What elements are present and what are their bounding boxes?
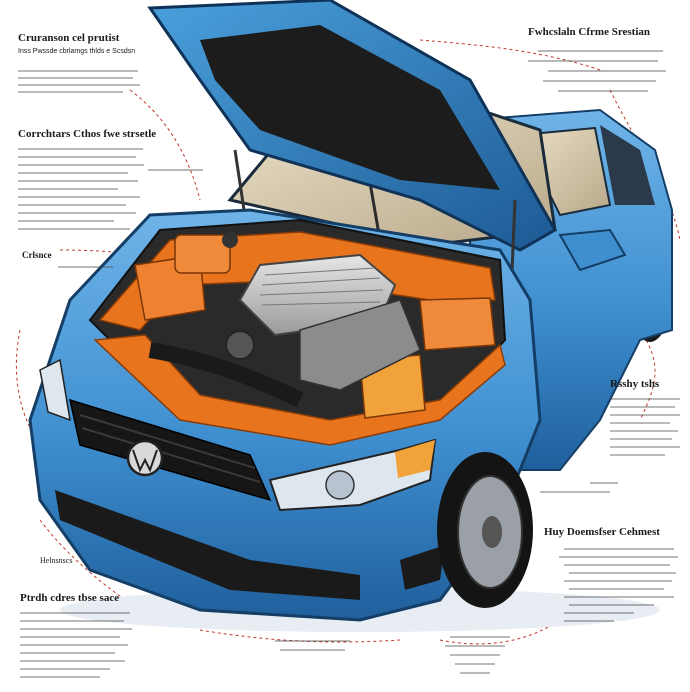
note-top-left-scribble [18, 70, 140, 93]
note-right-mid-scribble [610, 398, 680, 456]
brand-logo-mark [132, 449, 158, 473]
engine-pulley [225, 330, 255, 360]
hood-underside [200, 25, 500, 190]
side-mirror [558, 228, 627, 272]
note-top-left: Cruranson cel prutist Inss Pwssde cbrlam… [18, 32, 158, 104]
note-right-mid: Rsshy tshs [610, 378, 685, 468]
line-label-3 [275, 640, 350, 651]
rear-window [600, 125, 655, 205]
note-left-small-title: Crlsnce [22, 250, 52, 260]
note-top-right: Fwhcslaln Cfrme Srestian [528, 26, 678, 106]
headlight [268, 438, 437, 512]
headlight-amber [395, 440, 435, 478]
lower-intake [55, 490, 360, 600]
intake-hose [148, 342, 304, 408]
grille [68, 398, 272, 502]
battery [419, 297, 496, 351]
headlight-left [39, 358, 71, 422]
brake-fluid-reservoir [174, 234, 231, 274]
note-bottom-right-scribble [559, 548, 678, 622]
fog-light [400, 545, 445, 590]
line-label-1 [148, 169, 203, 171]
note-left-small: Crlsnce [22, 249, 82, 264]
note-mid-left: Corrchtars Cthos fwe strsetle [18, 128, 158, 240]
front-radiator-support [93, 334, 506, 446]
grille-slats [79, 414, 261, 483]
note-bottom-right: Huy Doemsfser Cehmest [544, 526, 684, 636]
engine-cover-ribs [259, 267, 384, 306]
note-top-left-subtitle: Inss Pwssde cbrlamgs thlds e Scsdsn [18, 48, 136, 55]
note-bottom-left-label: Helnsnscs [40, 554, 120, 569]
line-label-4 [445, 636, 510, 674]
note-bottom-left: Ptrdh cdres tbse sace [20, 592, 140, 692]
front-wheel [437, 452, 533, 608]
note-mid-left-scribble [18, 148, 144, 230]
note-bottom-left-scribble [20, 612, 132, 678]
note-mid-left-title: Corrchtars Cthos fwe strsetle [18, 128, 157, 140]
note-right-mid-title: Rsshy tshs [610, 378, 660, 390]
headlight-lens [325, 470, 355, 500]
note-top-right-scribble [528, 50, 666, 92]
line-label-5 [540, 482, 618, 493]
note-top-right-title: Fwhcslaln Cfrme Srestian [528, 26, 651, 38]
intake-manifold [299, 299, 421, 391]
reservoir-cap [222, 232, 238, 248]
note-bottom-left-label-title: Helnsnscs [40, 556, 73, 565]
note-top-left-title: Cruranson cel prutist [18, 32, 120, 44]
line-label-2 [58, 266, 113, 268]
note-bottom-right-title: Huy Doemsfser Cehmest [544, 526, 660, 538]
note-bottom-left-title: Ptrdh cdres tbse sace [20, 592, 120, 604]
